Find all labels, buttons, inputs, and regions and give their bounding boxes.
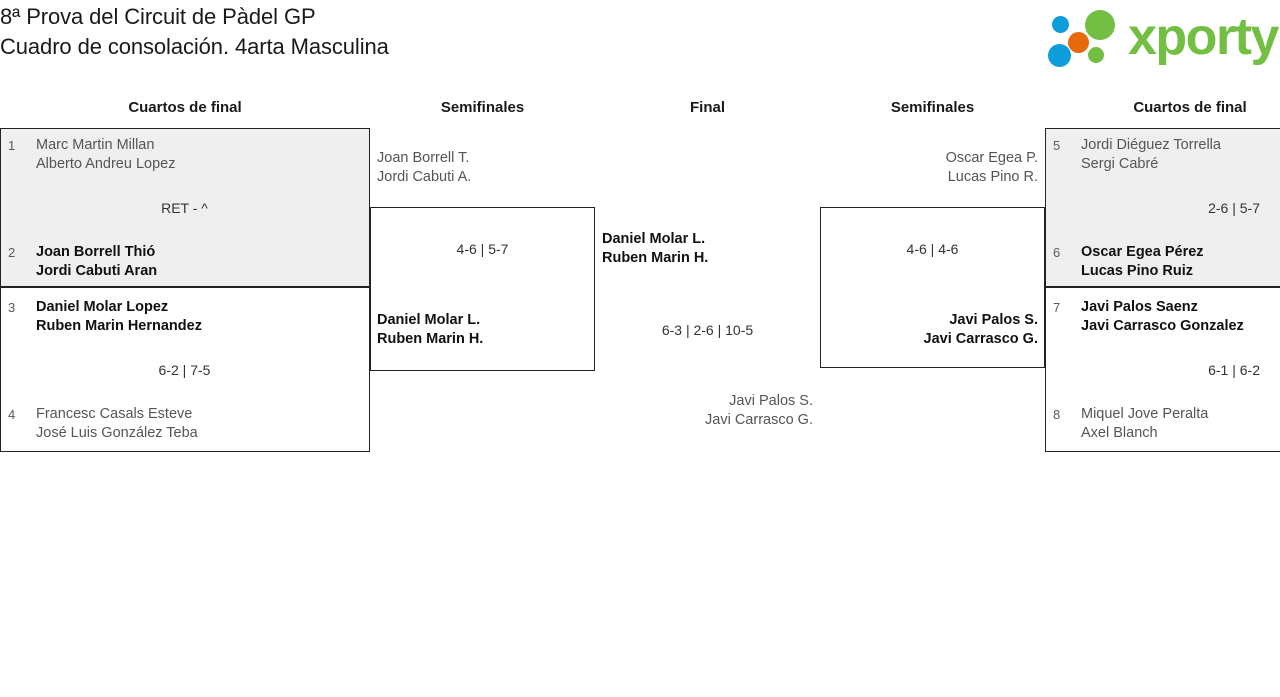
team-names: Francesc Casals Esteve José Luis Gonzále… — [36, 406, 198, 441]
team-sf-left-bottom[interactable]: Daniel Molar L. Ruben Marin H. — [377, 311, 587, 349]
team-qf-right-2-top[interactable]: 7 Javi Palos Saenz Javi Carrasco Gonzale… — [1053, 298, 1280, 336]
team-final-top[interactable]: Daniel Molar L. Ruben Marin H. — [602, 230, 812, 268]
team-names: Miquel Jove Peralta Axel Blanch — [1081, 406, 1209, 441]
team-names: Daniel Molar L. Ruben Marin H. — [602, 231, 709, 266]
team-qf-left-2-bottom[interactable]: 4 Francesc Casals Esteve José Luis Gonzá… — [8, 405, 348, 443]
score-sf-right: 4-6 | 4-6 — [906, 241, 959, 257]
dot-orange — [1068, 32, 1089, 53]
column-header-semifinals-right: Semifinales — [890, 99, 975, 116]
team-qf-right-1-top[interactable]: 5 Jordi Diéguez Torrella Sergi Cabré — [1053, 136, 1280, 174]
score-qf-left-2: 6-2 | 7-5 — [158, 362, 211, 378]
seed-number: 2 — [8, 245, 16, 260]
score-sf-left: 4-6 | 5-7 — [456, 241, 509, 257]
team-qf-right-1-bottom[interactable]: 6 Oscar Egea Pérez Lucas Pino Ruiz — [1053, 243, 1280, 281]
team-sf-right-bottom[interactable]: Javi Palos S. Javi Carrasco G. — [828, 311, 1038, 349]
team-names: Javi Palos S. Javi Carrasco G. — [705, 393, 813, 428]
page-title: 8ª Prova del Circuit de Pàdel GP Cuadro … — [0, 2, 900, 62]
team-names: Oscar Egea P. Lucas Pino R. — [945, 150, 1038, 185]
team-names: Marc Martin Millan Alberto Andreu Lopez — [36, 137, 176, 172]
team-names: Daniel Molar Lopez Ruben Marin Hernandez — [36, 299, 202, 334]
xporty-logo[interactable]: xporty — [1044, 4, 1279, 70]
title-line-1: 8ª Prova del Circuit de Pàdel GP — [0, 4, 316, 29]
score-final: 6-3 | 2-6 | 10-5 — [661, 322, 754, 338]
team-qf-left-2-top[interactable]: 3 Daniel Molar Lopez Ruben Marin Hernand… — [8, 298, 348, 336]
score-qf-left-1: RET - ^ — [161, 200, 208, 216]
logo-dots-icon — [1048, 8, 1126, 70]
dot-blue-top — [1052, 16, 1069, 33]
seed-number: 4 — [8, 407, 16, 422]
score-qf-right-1: 2-6 | 5-7 — [1208, 200, 1260, 216]
team-names: Joan Borrell T. Jordi Cabuti A. — [377, 150, 472, 185]
team-names: Daniel Molar L. Ruben Marin H. — [377, 312, 484, 347]
column-header-final: Final — [689, 99, 725, 116]
seed-number: 5 — [1053, 138, 1061, 153]
team-names: Javi Palos S. Javi Carrasco G. — [923, 312, 1038, 347]
team-qf-right-2-bottom[interactable]: 8 Miquel Jove Peralta Axel Blanch — [1053, 405, 1280, 443]
title-line-2: Cuadro de consolación. 4arta Masculina — [0, 34, 389, 59]
match-box-sf-left[interactable] — [370, 207, 595, 371]
column-header-quarterfinals-right: Cuartos de final — [1133, 99, 1247, 116]
dot-green-large — [1085, 10, 1115, 40]
match-box-qf-left-1[interactable] — [0, 128, 370, 287]
team-qf-left-1-top[interactable]: 1 Marc Martin Millan Alberto Andreu Lope… — [8, 136, 348, 174]
match-box-qf-right-2[interactable] — [1045, 287, 1280, 452]
seed-number: 8 — [1053, 407, 1061, 422]
team-names: Oscar Egea Pérez Lucas Pino Ruiz — [1081, 244, 1204, 279]
seed-number: 7 — [1053, 300, 1061, 315]
score-qf-right-2: 6-1 | 6-2 — [1208, 362, 1260, 378]
team-names: Jordi Diéguez Torrella Sergi Cabré — [1081, 137, 1221, 172]
column-header-quarterfinals-left: Cuartos de final — [128, 99, 242, 116]
team-final-bottom[interactable]: Javi Palos S. Javi Carrasco G. — [603, 392, 813, 430]
team-qf-left-1-bottom[interactable]: 2 Joan Borrell Thió Jordi Cabuti Aran — [8, 243, 348, 281]
seed-number: 1 — [8, 138, 16, 153]
match-box-qf-right-1[interactable] — [1045, 128, 1280, 287]
dot-blue-bottom — [1048, 44, 1071, 67]
column-header-semifinals-left: Semifinales — [440, 99, 525, 116]
team-sf-left-top[interactable]: Joan Borrell T. Jordi Cabuti A. — [377, 149, 587, 187]
seed-number: 6 — [1053, 245, 1061, 260]
team-names: Joan Borrell Thió Jordi Cabuti Aran — [36, 244, 158, 279]
team-sf-right-top[interactable]: Oscar Egea P. Lucas Pino R. — [828, 149, 1038, 187]
match-box-qf-left-2[interactable] — [0, 287, 370, 452]
team-names: Javi Palos Saenz Javi Carrasco Gonzalez — [1081, 299, 1244, 334]
seed-number: 3 — [8, 300, 16, 315]
logo-wordmark: xporty — [1128, 8, 1279, 66]
match-box-sf-right[interactable] — [820, 207, 1045, 368]
dot-green-small — [1088, 47, 1104, 63]
